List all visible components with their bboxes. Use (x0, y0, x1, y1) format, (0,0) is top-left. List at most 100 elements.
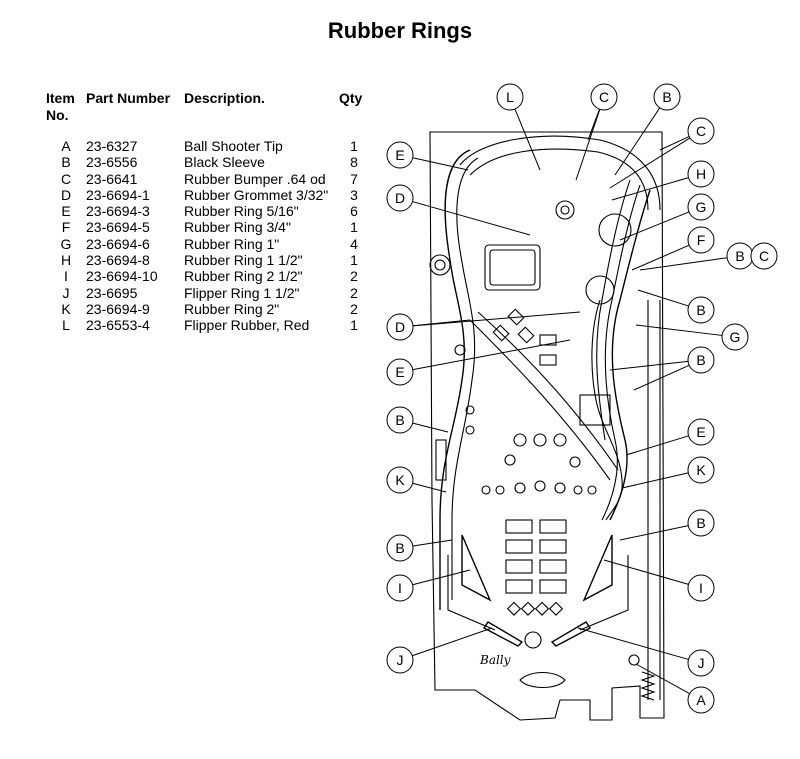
item-cell: J (62, 284, 70, 301)
left-slingshot (461, 534, 492, 602)
callout-leader-line (412, 569, 471, 586)
description-cell: Rubber Bumper .64 od (184, 170, 326, 187)
callout-circle (496, 83, 524, 111)
callout-label: B (696, 352, 705, 368)
callout-label: D (395, 319, 405, 335)
callout-leader-line (659, 136, 690, 151)
description-cell: Black Sleeve (184, 154, 265, 171)
callout-circle (687, 649, 715, 677)
callout-circle (721, 323, 749, 351)
callout-leader-line (635, 663, 690, 695)
description-cell: Flipper Ring 1 1/2" (184, 284, 300, 301)
callout-label: K (395, 472, 405, 488)
callout-label: A (696, 692, 706, 708)
item-cell: H (60, 252, 72, 269)
callout-circle (687, 296, 715, 324)
callout-label: E (696, 424, 705, 440)
header-item-no: Item No. (46, 90, 86, 138)
callout-leader-line (412, 422, 449, 433)
callout-leader-line (631, 244, 690, 271)
callout-leader-line (412, 339, 571, 371)
qty-cell: 4 (350, 235, 358, 252)
item-cell: B (61, 154, 71, 171)
item-cell: F (61, 219, 71, 236)
item-cell: G (60, 235, 72, 252)
header-item-line2: No. (46, 107, 69, 123)
callout-label: C (696, 123, 706, 139)
bally-logo: Bally (479, 653, 511, 667)
callout-label: G (696, 199, 707, 215)
part-number-cell: 23-6556 (86, 154, 138, 171)
callout-label: I (699, 580, 703, 596)
item-cell: D (60, 186, 72, 203)
callout-leader-line (633, 364, 690, 391)
description-cell: Rubber Ring 2 1/2" (184, 268, 303, 285)
callout-leader-line (611, 177, 689, 201)
callout-leader-line (637, 289, 689, 307)
callout-leader-line (412, 482, 447, 493)
callout-label: H (696, 166, 706, 182)
description-cell: Rubber Grommet 3/32" (184, 186, 329, 203)
top-arch (459, 135, 661, 211)
description-cell: Rubber Ring 5/16" (184, 203, 299, 220)
callout-leader-line (514, 108, 541, 171)
callout-circle (687, 117, 715, 145)
qty-cell: 8 (350, 154, 358, 171)
table-row: B 23-6556 Black Sleeve 8 (46, 154, 369, 170)
callout-circle (687, 226, 715, 254)
header-description: Description. (184, 90, 265, 106)
playfield-outline (429, 131, 665, 721)
upper-scoop (484, 244, 541, 291)
qty-cell: 3 (350, 186, 358, 203)
callout-circle (687, 686, 715, 714)
description-cell: Ball Shooter Tip (184, 138, 283, 154)
qty-cell: 1 (350, 138, 358, 154)
qty-cell: 1 (350, 219, 358, 236)
callout-circle (687, 509, 715, 537)
callout-label: B (395, 412, 404, 428)
callout-leader-line (619, 211, 690, 241)
callout-leader-line (575, 109, 601, 181)
callout-leader-line (412, 157, 469, 171)
part-number-cell: 23-6694-5 (86, 219, 150, 236)
callout-label: B (696, 515, 705, 531)
callout-leader-line (412, 627, 493, 657)
callout-circle (687, 456, 715, 484)
callout-circle (386, 358, 414, 386)
callout-circle (590, 83, 618, 111)
description-cell: Rubber Ring 1" (184, 235, 280, 252)
center-inserts (505, 519, 533, 534)
callout-leader-line (609, 137, 691, 189)
callout-circle (687, 574, 715, 602)
item-cell: E (61, 203, 71, 220)
part-number-cell: 23-6694-9 (86, 300, 150, 317)
callout-label: D (395, 190, 405, 206)
callout-label: B (696, 302, 705, 318)
callout-circle (386, 574, 414, 602)
left-flipper (482, 621, 524, 647)
callout-circle (386, 184, 414, 212)
callout-circle (750, 242, 778, 270)
page-title: Rubber Rings (327, 18, 473, 43)
callout-circle (386, 313, 414, 341)
callout-label: J (698, 655, 705, 671)
description-cell: Flipper Rubber, Red (184, 317, 310, 334)
callout-circle (687, 346, 715, 374)
header-item-line1: Item (46, 90, 75, 106)
callout-circle (386, 141, 414, 169)
callout-circle (386, 406, 414, 434)
header-part-number: Part Number (86, 90, 171, 106)
center-ramp (469, 319, 611, 481)
description-cell: Rubber Ring 2" (184, 300, 280, 317)
part-number-cell: 23-6694-10 (86, 268, 158, 285)
part-number-cell: 23-6694-8 (86, 252, 150, 269)
qty-cell: 6 (350, 203, 358, 220)
